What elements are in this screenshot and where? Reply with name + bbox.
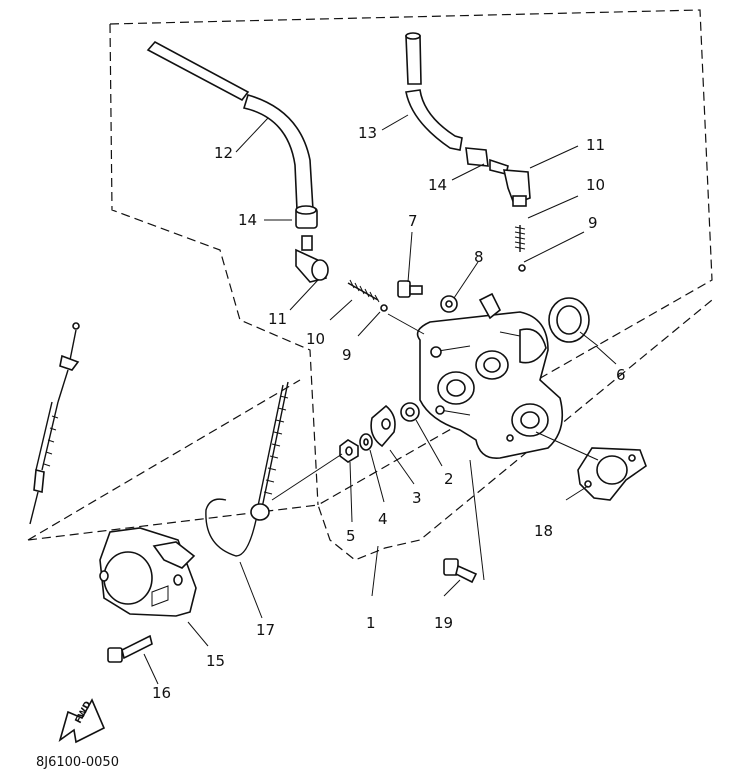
hose-joint-11-left <box>295 235 329 283</box>
callout-12: 12 <box>214 144 233 162</box>
callout-18: 18 <box>534 522 553 540</box>
callout-14-right: 14 <box>428 176 447 194</box>
callout-15: 15 <box>206 652 225 670</box>
leader-lines <box>143 114 617 685</box>
bolt-16 <box>107 634 153 663</box>
callout-6: 6 <box>616 366 626 384</box>
callout-11-left: 11 <box>268 310 287 328</box>
callout-10-right: 10 <box>586 176 605 194</box>
forward-direction-arrow: FWD <box>58 698 106 744</box>
callout-8: 8 <box>474 248 484 266</box>
hose-clip-14-left <box>295 205 318 229</box>
callout-10-left: 10 <box>306 330 325 348</box>
washer-4 <box>359 433 373 451</box>
check-ball-9-right <box>518 264 526 272</box>
callout-16: 16 <box>152 684 171 702</box>
oil-seal-6 <box>548 297 590 343</box>
spring-10-right <box>514 225 526 252</box>
breather-hose-12 <box>146 40 314 211</box>
callout-9-left: 9 <box>342 346 352 364</box>
spring-10-left <box>347 279 380 303</box>
oil-pump-body-1 <box>416 292 564 459</box>
callout-11-right: 11 <box>586 136 605 154</box>
bolt-19 <box>443 558 478 584</box>
pump-gear-3 <box>370 404 396 448</box>
callout-4: 4 <box>378 510 388 528</box>
washer-8 <box>440 295 458 313</box>
check-ball-9-left <box>380 304 388 312</box>
pump-cable-17 <box>205 381 289 557</box>
callout-1: 1 <box>366 614 376 632</box>
callout-3: 3 <box>412 489 422 507</box>
callout-5: 5 <box>346 527 356 545</box>
hose-clip-14-right <box>465 147 489 167</box>
drawing-code: 8J6100-0050 <box>36 755 119 770</box>
callout-7: 7 <box>408 212 418 230</box>
pump-cover-15 <box>99 527 197 617</box>
assembly-boundary-dashed <box>27 9 713 561</box>
callout-14-left: 14 <box>238 211 257 229</box>
breather-hose-13 <box>405 32 463 151</box>
callout-17: 17 <box>256 621 275 639</box>
throttle-cable <box>29 322 80 525</box>
callout-labels: 12 13 14 14 11 10 9 7 8 11 10 9 6 2 3 4 … <box>152 124 626 702</box>
callout-19: 19 <box>434 614 453 632</box>
bolt-7 <box>397 280 423 298</box>
hose-joint-11-right <box>489 158 531 207</box>
oil-seal-2 <box>400 402 420 422</box>
callout-9-right: 9 <box>588 214 598 232</box>
callout-13: 13 <box>358 124 377 142</box>
callout-2: 2 <box>444 470 454 488</box>
nut-5 <box>339 439 359 463</box>
